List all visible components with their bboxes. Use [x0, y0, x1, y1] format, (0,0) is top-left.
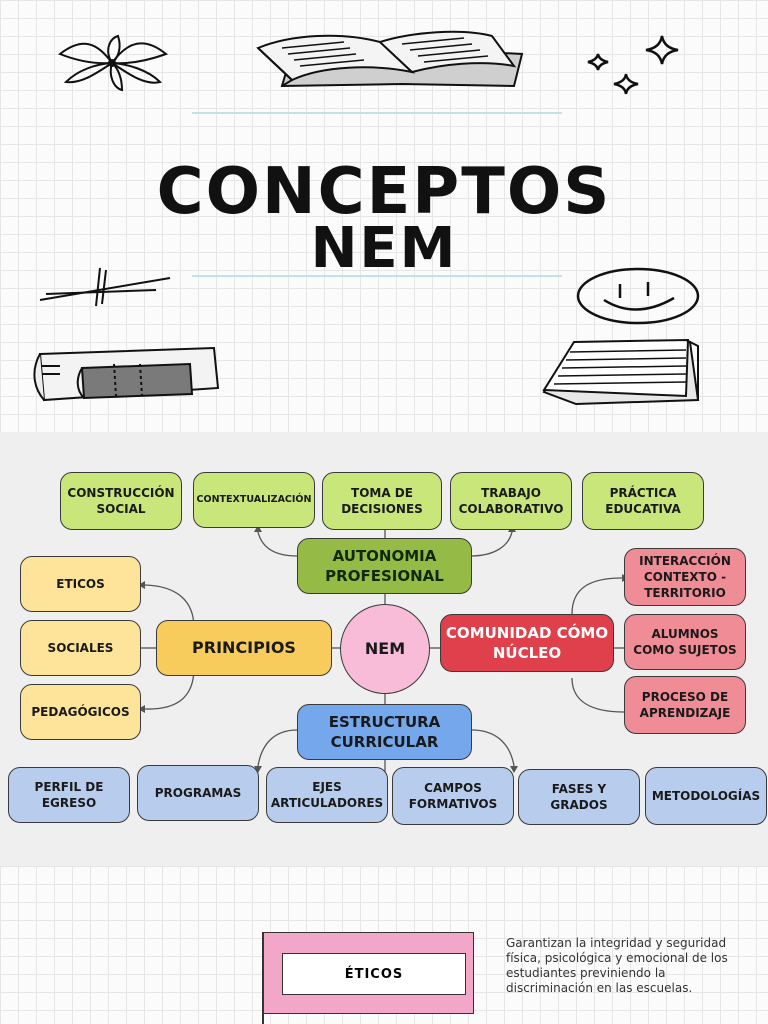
node-toma-de-decisiones: TOMA DE DECISIONES [322, 472, 442, 530]
connector-lines [138, 525, 631, 773]
node-fases-y-grados: FASES Y GRADOS [518, 769, 640, 825]
page-title: CONCEPTOS [156, 155, 612, 229]
open-book-icon [256, 30, 524, 88]
node-alumnos-como-sujetos: ALUMNOS COMO SUJETOS [624, 614, 746, 670]
node-campos-formativos: CAMPOS FORMATIVOS [392, 767, 514, 825]
node-comunidad-como-nucleo: COMUNIDAD CÓMO NÚCLEO [440, 614, 614, 672]
node-programas: PROGRAMAS [137, 765, 259, 821]
card-eticos-label: ÉTICOS [282, 953, 466, 995]
node-autonomia-profesional: AUTONOMIA PROFESIONAL [297, 538, 472, 594]
node-estructura-curricular: ESTRUCTURA CURRICULAR [297, 704, 472, 760]
node-center-nem: NEM [340, 604, 430, 694]
smiley-icon [576, 267, 700, 325]
node-practica-educativa: PRÁCTICA EDUCATIVA [582, 472, 704, 530]
notepad-icon [542, 338, 700, 406]
node-ejes-articuladores: EJES ARTICULADORES [266, 767, 388, 823]
node-principios: PRINCIPIOS [156, 620, 332, 676]
node-pedagogicos: PEDAGÓGICOS [20, 684, 141, 740]
title-rule-bottom [192, 275, 562, 277]
node-sociales: SOCIALES [20, 620, 141, 676]
title-rule-top [192, 112, 562, 114]
node-metodologias: METODOLOGÍAS [645, 767, 767, 825]
sparkle-stars-icon [587, 35, 679, 95]
node-construccion-social: CONSTRUCCIÓN SOCIAL [60, 472, 182, 530]
pencil-case-icon [33, 346, 220, 402]
card-vertical-line [262, 932, 264, 1024]
node-contextualizacion: CONTEXTUALIZACIÓN [193, 472, 315, 528]
flower-doodle-icon [58, 34, 168, 92]
node-eticos: ETICOS [20, 556, 141, 612]
node-proceso-de-aprendizaje: PROCESO DE APRENDIZAJE [624, 676, 746, 734]
concept-map: CONSTRUCCIÓN SOCIAL CONTEXTUALIZACIÓN TO… [0, 432, 768, 866]
title-section: CONCEPTOS NEM [0, 0, 768, 432]
cross-doodle-icon [39, 267, 171, 307]
node-perfil-de-egreso: PERFIL DE EGRESO [8, 767, 130, 823]
node-trabajo-colaborativo: TRABAJO COLABORATIVO [450, 472, 572, 530]
page-subtitle: NEM [310, 216, 458, 281]
node-interaccion-contexto-territorio: INTERACCIÓN CONTEXTO - TERRITORIO [624, 548, 746, 606]
card-eticos-description: Garantizan la integridad y seguridad fís… [506, 936, 728, 995]
